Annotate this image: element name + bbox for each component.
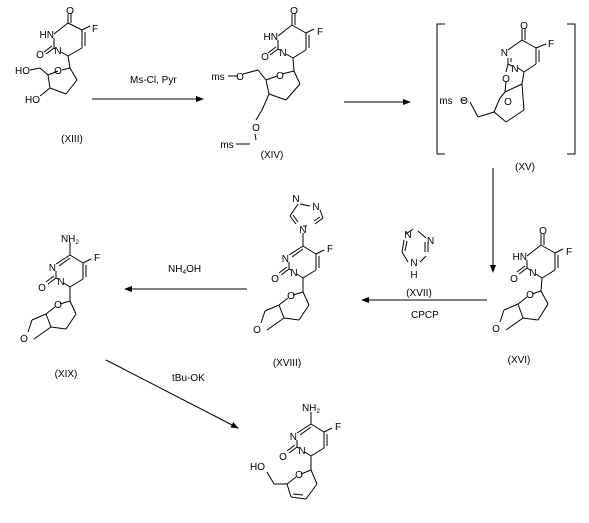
atom-H: H	[410, 270, 417, 281]
compound-XVI: O HN F N O O O (XVI)	[492, 226, 572, 366]
atom-ms: ms	[211, 72, 224, 83]
reaction-arrow	[105, 359, 239, 429]
atom-O: O	[252, 123, 260, 134]
atom-N: N	[511, 64, 518, 75]
compound-product: NH2 N F N O O HO	[250, 403, 341, 500]
atom-O: O	[261, 52, 269, 63]
atom-N: N	[312, 202, 319, 213]
atom-O: O	[526, 290, 534, 301]
atom-N: N	[299, 225, 306, 236]
atom-O: O	[276, 71, 284, 82]
atom-N: N	[404, 230, 411, 241]
atom-F: F	[548, 39, 554, 50]
atom-N: N	[292, 194, 299, 205]
label-XVIII: (XVIII)	[273, 358, 301, 369]
atom-N: N	[427, 236, 434, 247]
atom-O: O	[287, 291, 295, 302]
atom-O: O	[54, 300, 62, 311]
atom-O: O	[460, 96, 468, 107]
atom-O: O	[290, 6, 298, 17]
atom-O: O	[502, 74, 510, 85]
atom-N: N	[529, 268, 536, 279]
label-XV: (XV)	[515, 162, 535, 173]
atom-N: N	[282, 254, 289, 265]
atom-N: N	[410, 258, 417, 269]
atom-O: O	[279, 452, 287, 463]
atom-F: F	[317, 27, 323, 38]
atom-F: F	[94, 253, 100, 264]
compound-XIII: O HN F N O O HO HO (XIII)	[15, 6, 98, 145]
atom-O: O	[236, 72, 244, 83]
atom-O: O	[38, 283, 46, 294]
atom-O: O	[54, 66, 62, 77]
atom-O: O	[492, 324, 500, 335]
atom-HO: HO	[250, 462, 265, 473]
atom-N: N	[57, 277, 64, 288]
atom-ms: ms	[439, 96, 452, 107]
atom-N: N	[298, 446, 305, 457]
atom-O: O	[539, 226, 547, 237]
atom-O: O	[20, 334, 28, 345]
atom-O: O	[66, 6, 74, 17]
atom-F: F	[92, 24, 98, 35]
atom-HN: HN	[40, 30, 54, 41]
label-XVII: (XVII)	[406, 288, 432, 299]
atom-HN: HN	[513, 252, 527, 263]
atom-F: F	[327, 244, 333, 255]
atom-N: N	[501, 48, 508, 59]
atom-HO: HO	[25, 95, 40, 106]
compound-XIV: O HN F N O O O ms O ms (XIV)	[211, 6, 323, 161]
compound-XIX: NH2 N F N O O O (XIX)	[20, 234, 100, 380]
reagent-tbuok: tBu-OK	[172, 373, 205, 384]
label-XIII: (XIII)	[61, 134, 83, 145]
label-XVI: (XVI)	[508, 355, 531, 366]
atom-HN: HN	[264, 32, 278, 43]
reagent-cpcp: CPCP	[411, 310, 439, 321]
atom-O: O	[504, 97, 512, 108]
atom-N: N	[49, 263, 56, 274]
label-XIV: (XIV)	[261, 150, 284, 161]
compound-XV: O N F N O O O ms (XV)	[436, 21, 576, 173]
atom-N: N	[54, 46, 61, 57]
atom-HO: HO	[15, 66, 30, 77]
atom-O: O	[36, 50, 44, 61]
atom-NH2: NH2	[302, 403, 320, 415]
atom-ms: ms	[220, 140, 233, 151]
atom-F: F	[566, 247, 572, 258]
label-XIX: (XIX)	[55, 369, 78, 380]
compound-XVII: N N N H (XVII)	[401, 228, 434, 299]
reagent-nh4oh: NH4OH	[168, 264, 201, 276]
atom-O: O	[510, 274, 518, 285]
atom-N: N	[279, 48, 286, 59]
atom-F: F	[335, 422, 341, 433]
atom-N: N	[290, 432, 297, 443]
atom-NH2: NH2	[61, 234, 79, 246]
atom-O: O	[271, 274, 279, 285]
reagent-mscl: Ms-Cl, Pyr	[130, 75, 177, 86]
atom-O: O	[253, 325, 261, 336]
atom-O: O	[520, 21, 528, 32]
compound-XVIII: N N N N F N O O O (XVIII)	[253, 194, 333, 369]
atom-N: N	[290, 268, 297, 279]
atom-O: O	[295, 470, 303, 481]
